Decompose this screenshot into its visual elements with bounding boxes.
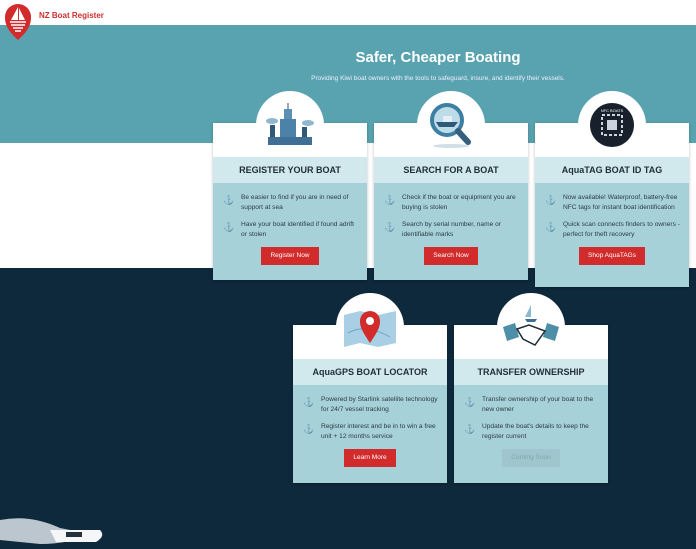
anchor-icon: ⚓ bbox=[464, 424, 476, 434]
list-item: ⚓Update the boat's details to keep the r… bbox=[464, 423, 589, 440]
card-title: TRANSFER OWNERSHIP bbox=[454, 359, 608, 385]
anchor-icon: ⚓ bbox=[223, 222, 235, 232]
list-item: ⚓Check if the boat or equipment you are … bbox=[384, 194, 516, 211]
list-item: ⚓Search by serial number, name or identi… bbox=[384, 221, 501, 238]
list-item: ⚓Powered by Starlink satellite technolog… bbox=[303, 396, 438, 413]
card-transfer: TRANSFER OWNERSHIP ⚓Transfer ownership o… bbox=[454, 293, 608, 483]
anchor-icon: ⚓ bbox=[303, 424, 315, 434]
list-item: ⚓Be easier to find if you are in need of… bbox=[223, 194, 349, 211]
list-item: ⚓Transfer ownership of your boat to the … bbox=[464, 396, 594, 413]
anchor-icon: ⚓ bbox=[545, 222, 557, 232]
svg-text:NFC BOATS: NFC BOATS bbox=[601, 108, 624, 113]
anchor-icon: ⚓ bbox=[384, 222, 396, 232]
learn-more-button[interactable]: Learn More bbox=[344, 449, 396, 467]
card-title: AquaTAG BOAT ID TAG bbox=[535, 157, 689, 183]
map-pin-icon bbox=[336, 293, 404, 361]
card-title: AquaGPS BOAT LOCATOR bbox=[293, 359, 447, 385]
search-now-button[interactable]: Search Now bbox=[424, 247, 478, 265]
card-search: SEARCH FOR A BOAT ⚓Check if the boat or … bbox=[374, 91, 528, 280]
logo-icon[interactable] bbox=[4, 3, 32, 41]
anchor-icon: ⚓ bbox=[223, 195, 235, 205]
anchor-icon: ⚓ bbox=[545, 195, 557, 205]
card-aquatag: NFC BOATS AquaTAG BOAT ID TAG ⚓Now avail… bbox=[535, 91, 689, 287]
hero-subtitle: Providing Kiwi boat owners with the tool… bbox=[311, 75, 565, 82]
card-aquagps: AquaGPS BOAT LOCATOR ⚓Powered by Starlin… bbox=[293, 293, 447, 483]
list-item: ⚓Have your boat identified if found adri… bbox=[223, 221, 354, 238]
anchor-icon: ⚓ bbox=[464, 397, 476, 407]
card-title: REGISTER YOUR BOAT bbox=[213, 157, 367, 183]
magnifier-boat-icon bbox=[417, 91, 485, 159]
speedboat-image bbox=[0, 518, 103, 544]
harbour-icon bbox=[256, 91, 324, 159]
handshake-icon bbox=[497, 293, 565, 361]
site-header bbox=[0, 0, 696, 25]
nfc-tag-icon: NFC BOATS bbox=[578, 91, 646, 159]
card-register: REGISTER YOUR BOAT ⚓Be easier to find if… bbox=[213, 91, 367, 280]
list-item: ⚓Now available! Waterproof, battery-free… bbox=[545, 194, 678, 211]
hero-title: Safer, Cheaper Boating bbox=[355, 49, 521, 66]
coming-soon-button[interactable]: Coming Soon bbox=[502, 449, 560, 467]
list-item: ⚓Register interest and be in to win a fr… bbox=[303, 423, 436, 440]
list-item: ⚓Quick scan connects finders to owners -… bbox=[545, 221, 680, 238]
anchor-icon: ⚓ bbox=[303, 397, 315, 407]
register-now-button[interactable]: Register Now bbox=[261, 247, 319, 265]
anchor-icon: ⚓ bbox=[384, 195, 396, 205]
brand-name[interactable]: NZ Boat Register bbox=[39, 11, 104, 20]
shop-aquatags-button[interactable]: Shop AquaTAGs bbox=[579, 247, 645, 265]
card-title: SEARCH FOR A BOAT bbox=[374, 157, 528, 183]
